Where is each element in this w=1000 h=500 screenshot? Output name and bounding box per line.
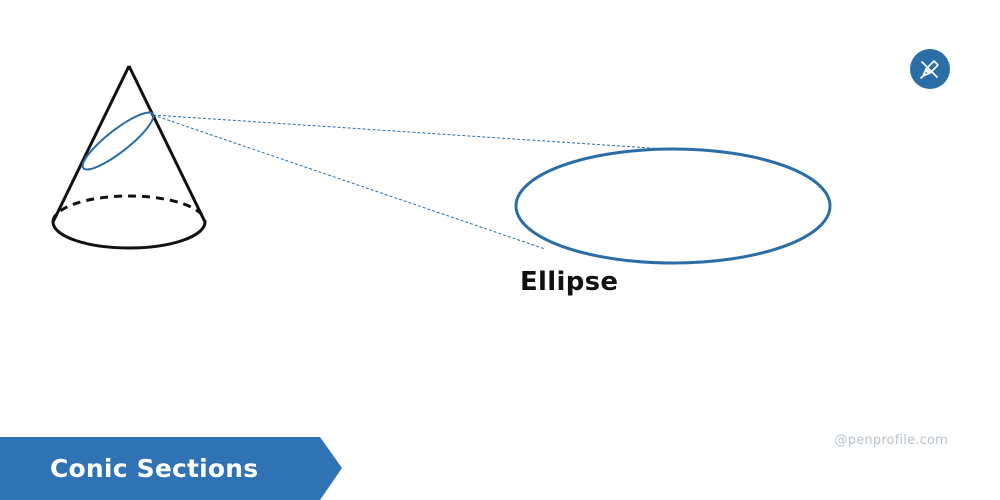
cone-base-front	[51, 221, 207, 250]
cone-right-edge	[127, 65, 207, 223]
pen-nib-icon	[920, 60, 939, 79]
projection-lines	[152, 114, 681, 250]
cone-base-back	[51, 194, 207, 223]
cone-slice-ellipse	[81, 111, 155, 171]
ellipse-label: Ellipse	[520, 267, 619, 297]
banner-title: Conic Sections	[50, 454, 259, 483]
watermark: @penprofile.com	[834, 433, 948, 448]
ellipse-shape	[514, 147, 832, 265]
cone	[51, 65, 207, 250]
projection-line-bottom	[152, 114, 546, 250]
brand-logo	[910, 49, 950, 89]
cone-left-edge	[51, 65, 131, 223]
title-banner: Conic Sections	[0, 437, 342, 500]
projection-line-top	[152, 114, 681, 151]
